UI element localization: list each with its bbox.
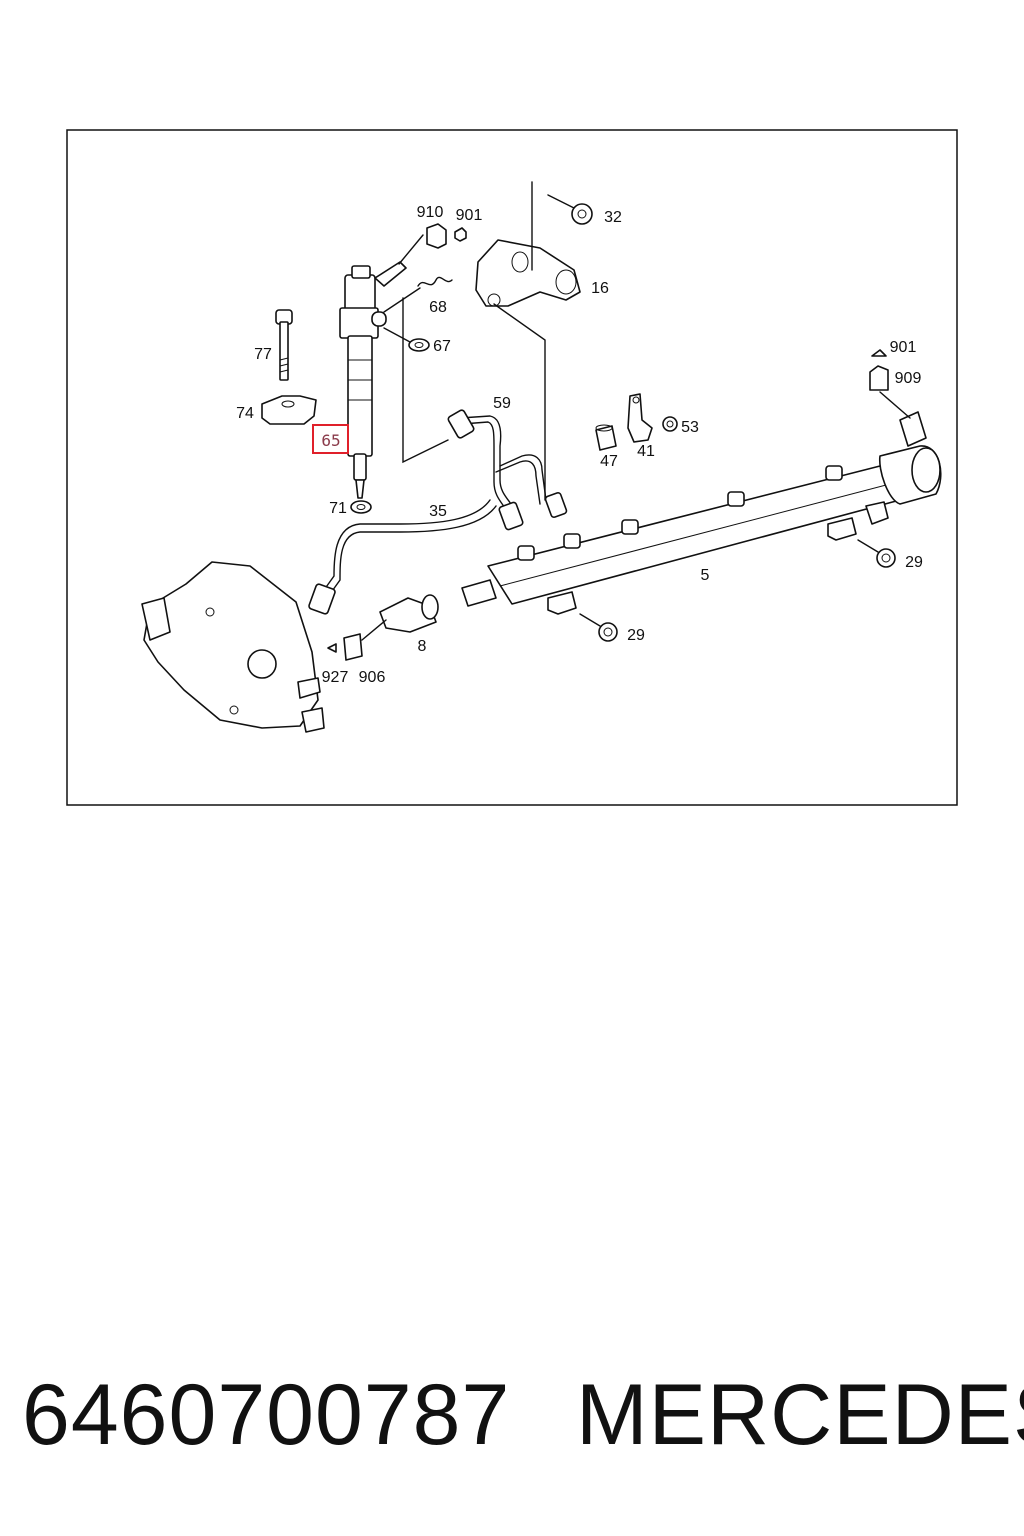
callout-909: 909 — [895, 370, 922, 387]
callout-35: 35 — [429, 503, 447, 520]
callout-910: 910 — [417, 204, 444, 221]
part-number: 6460700787 — [22, 1367, 511, 1463]
callout-53: 53 — [681, 419, 699, 436]
callout-59: 59 — [493, 395, 511, 412]
callout-77: 77 — [254, 346, 272, 363]
callout-29-lower: 29 — [627, 627, 645, 644]
bracket-41 — [627, 393, 653, 443]
bolt-77 — [275, 309, 293, 381]
callout-906: 906 — [359, 669, 386, 686]
callout-16: 16 — [591, 280, 609, 297]
highlight-box-65 — [312, 424, 349, 454]
high-pressure-pump — [141, 561, 325, 733]
fuel-injector — [339, 261, 407, 499]
callout-901-top: 901 — [456, 207, 483, 224]
callout-8: 8 — [418, 638, 427, 655]
callout-927: 927 — [322, 669, 349, 686]
bolt-29-upper — [857, 539, 896, 568]
callout-71: 71 — [329, 500, 347, 517]
callout-68: 68 — [429, 299, 447, 316]
fuel-rail-5 — [461, 411, 942, 615]
connector-910 — [426, 223, 467, 249]
connector-906 — [327, 633, 363, 661]
clip-68 — [417, 276, 453, 287]
nut-53 — [662, 416, 678, 432]
bolt-32 — [531, 181, 593, 271]
callout-29-right: 29 — [905, 554, 923, 571]
callout-47: 47 — [600, 453, 618, 470]
fuel-line-59 — [459, 415, 517, 513]
seal-71 — [350, 500, 372, 514]
callout-5: 5 — [701, 567, 710, 584]
bolt-29-lower — [579, 613, 618, 642]
callout-901-right: 901 — [890, 339, 917, 356]
sleeve-47 — [595, 424, 617, 451]
bracket-16 — [475, 239, 581, 307]
fuel-line-35 — [329, 505, 497, 595]
callout-41: 41 — [637, 443, 655, 460]
callout-65: 65 — [321, 431, 340, 450]
callout-74: 74 — [236, 405, 254, 422]
parts-diagram: 910 901 32 16 68 67 77 74 65 59 71 35 47… — [66, 129, 958, 806]
washer-67 — [408, 338, 430, 352]
callout-32: 32 — [604, 209, 622, 226]
pressure-sensor-8 — [379, 594, 439, 633]
connector-909 — [869, 349, 889, 391]
footer: 6460700787 MERCEDES — [0, 1360, 1024, 1480]
brand-name: MERCEDES — [576, 1367, 1024, 1463]
callout-67: 67 — [433, 338, 451, 355]
clamp-74 — [261, 395, 317, 425]
